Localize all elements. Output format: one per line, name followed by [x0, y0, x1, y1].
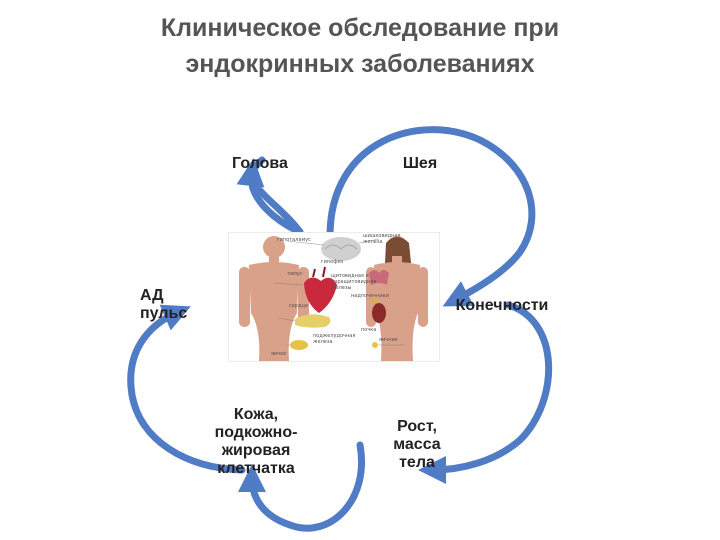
node-limbs: Конечности	[440, 297, 564, 315]
title-line-2: эндокринных заболеваниях	[185, 50, 535, 78]
arrow-skin-to-bp	[127, 304, 246, 474]
arrow-head-loop	[248, 156, 304, 236]
node-head: Голова	[222, 155, 298, 173]
slide-title: Клиническое обследование при эндокринных…	[0, 10, 720, 82]
label-hypothalamus: гипоталамус	[277, 237, 311, 243]
arrow-head-to-neck	[326, 126, 536, 307]
node-skin-line-1: Кожа,	[233, 406, 279, 423]
node-bp-pulse: АД пульс	[140, 287, 204, 323]
node-skin-line-3: жировая	[221, 442, 291, 459]
node-limbs-text: Конечности	[455, 297, 549, 314]
node-growth: Рост, масса тела	[372, 418, 462, 472]
label-pancreas: поджелудочная железа	[313, 333, 356, 345]
node-pulse-text: пульс	[140, 305, 188, 322]
label-thyroid: щитовидная и паращитовидная железы	[331, 273, 377, 291]
label-adrenals: надпочечники	[351, 293, 389, 299]
label-testis: яичко	[271, 351, 287, 357]
label-pineal: шишковидная железа	[363, 233, 401, 245]
node-growth-line-3: тела	[399, 454, 435, 471]
arrow-growth-to-skin	[238, 441, 365, 532]
node-head-text: Голова	[232, 155, 288, 172]
label-ovary: яичник	[379, 337, 398, 343]
node-skin: Кожа, подкожно- жировая клетчатка	[196, 406, 316, 478]
label-heart: сердце	[289, 303, 308, 309]
node-skin-line-2: подкожно-	[214, 424, 298, 441]
label-pituitary: гипофиз	[321, 259, 344, 265]
node-growth-line-2: масса	[393, 436, 441, 453]
node-neck-text: Шея	[402, 155, 438, 172]
arrow-limbs-to-growth	[418, 301, 552, 484]
node-neck: Шея	[392, 155, 448, 173]
label-kidney: почка	[361, 327, 377, 333]
label-thymus: тимус	[287, 271, 303, 277]
node-skin-line-4: клетчатка	[217, 460, 295, 477]
node-growth-line-1: Рост,	[397, 418, 437, 435]
node-bp-text: АД	[140, 287, 164, 304]
title-line-1: Клиническое обследование при	[160, 14, 560, 42]
endocrine-illustration: гипоталамус шишковидная железа гипофиз щ…	[228, 232, 440, 362]
